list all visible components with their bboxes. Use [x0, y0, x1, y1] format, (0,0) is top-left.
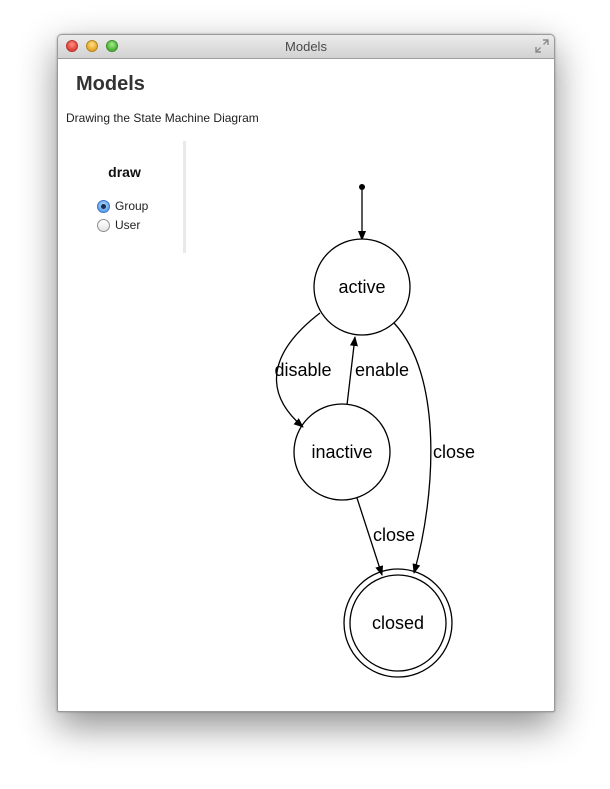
radio-label-user: User: [115, 218, 141, 232]
state-label-active: active: [338, 277, 385, 297]
close-window-button[interactable]: [66, 40, 78, 52]
state-node-closed[interactable]: closed: [343, 568, 453, 678]
state-machine-diagram: active inactive closed disable enable cl…: [274, 184, 475, 678]
edge-label-disable: disable: [274, 360, 331, 380]
state-node-inactive[interactable]: inactive: [293, 403, 391, 501]
fullscreen-icon[interactable]: [535, 39, 549, 53]
app-window: Models Models Drawing the State Machine …: [57, 34, 555, 712]
page-subtitle: Drawing the State Machine Diagram: [66, 111, 259, 125]
edge-inactive-to-closed: [356, 497, 384, 576]
edge-label-close-from-active: close: [433, 442, 475, 462]
edge-label-close-from-inactive: close: [373, 525, 415, 545]
state-node-active[interactable]: active: [313, 238, 411, 336]
state-label-inactive: inactive: [311, 442, 372, 462]
state-label-closed: closed: [372, 613, 424, 633]
radio-option-group[interactable]: Group: [97, 198, 148, 214]
radio-button-group[interactable]: [97, 199, 110, 213]
edge-inactive-to-active: [346, 336, 358, 406]
edge-active-to-inactive: [275, 312, 321, 428]
initial-state-dot: [359, 184, 365, 190]
page-title: Models: [76, 73, 145, 95]
radio-label-group: Group: [115, 199, 149, 213]
window-title: Models: [285, 39, 327, 54]
edge-active-to-closed: [393, 322, 432, 574]
radio-button-user[interactable]: [97, 218, 110, 232]
edge-label-enable: enable: [355, 360, 409, 380]
title-bar[interactable]: Models: [58, 35, 554, 59]
radio-option-user[interactable]: User: [97, 217, 140, 233]
draw-control-panel: draw Group User: [66, 141, 186, 253]
draw-heading: draw: [108, 164, 141, 180]
zoom-window-button[interactable]: [106, 40, 118, 52]
minimize-window-button[interactable]: [86, 40, 98, 52]
